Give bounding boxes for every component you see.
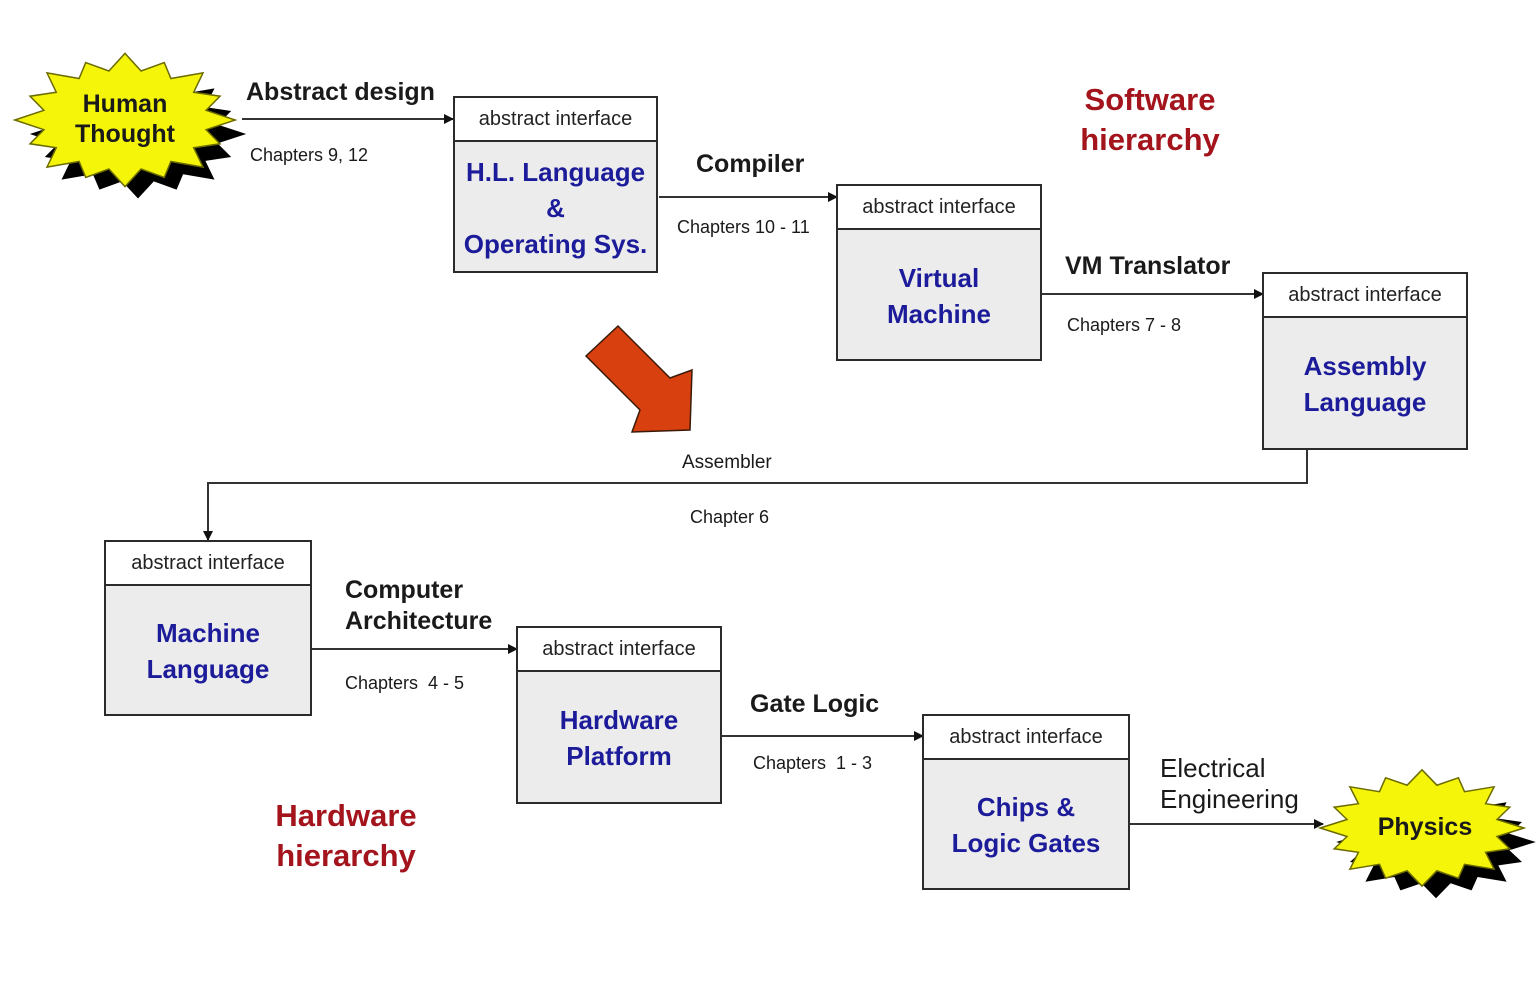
assembly-language-box: abstract interface Assembly Language [1262, 272, 1468, 450]
abstract-interface-label: abstract interface [518, 628, 720, 672]
box-line: & [546, 192, 565, 223]
box-line: Virtual [898, 262, 980, 293]
human-thought-line-2: Thought [75, 120, 175, 148]
hardware-heading-line-1: Hardware [275, 798, 417, 833]
box-line: Machine [155, 618, 261, 648]
assembler-chapters: Chapter 6 [690, 507, 770, 527]
human-thought-line-1: Human [82, 90, 168, 118]
abstract-interface-label: abstract interface [924, 716, 1128, 760]
assembler-label: Assembler [682, 452, 772, 473]
assembler-arrow [203, 449, 1308, 541]
abstract-interface-label: abstract interface [1264, 274, 1466, 318]
box-line: Operating Sys. [463, 228, 648, 259]
computer-architecture-label: Computer Architecture [345, 575, 492, 637]
hardware-platform-box: abstract interface Hardware Platform [516, 626, 722, 804]
software-heading-line-1: Software [1084, 82, 1216, 117]
physics-starburst-icon [1317, 768, 1536, 899]
abstract-interface-label: abstract interface [455, 98, 656, 142]
vm-translator-label: VM Translator [1065, 252, 1231, 280]
downward-flow-arrow-icon [584, 324, 693, 433]
box-line: Hardware [559, 705, 679, 735]
electrical-engineering-label: Electrical Engineering [1160, 753, 1299, 815]
compiler-label: Compiler [696, 150, 805, 178]
hardware-heading-line-2: hierarchy [276, 838, 416, 873]
physics-line-1: Physics [1377, 813, 1473, 841]
chips-logic-gates-box: abstract interface Chips & Logic Gates [922, 714, 1130, 890]
abstract-interface-label: abstract interface [838, 186, 1040, 230]
box-line: Machine [886, 298, 992, 329]
vm-translator-chapters: Chapters 7 - 8 [1067, 315, 1182, 335]
box-line: H.L. Language [465, 156, 646, 187]
human-thought-starburst-icon [12, 52, 247, 199]
hl-language-box: abstract interface H.L. Language & Opera… [453, 96, 658, 273]
gate-logic-chapters: Chapters 1 - 3 [753, 753, 873, 773]
hardware-hierarchy-heading: Hardware hierarchy [256, 796, 436, 876]
computer-architecture-line-2: Architecture [345, 607, 493, 635]
virtual-machine-box: abstract interface Virtual Machine [836, 184, 1042, 361]
human-thought-label: Human Thought [60, 89, 190, 149]
electrical-engineering-line-1: Electrical [1160, 753, 1266, 783]
box-line: Language [1303, 387, 1427, 417]
abstract-interface-label: abstract interface [106, 542, 310, 586]
abstract-design-label: Abstract design [246, 78, 435, 106]
box-line: Language [146, 654, 270, 684]
electrical-engineering-line-2: Engineering [1160, 784, 1299, 814]
box-line: Chips & [976, 792, 1076, 822]
abstract-design-chapters: Chapters 9, 12 [250, 145, 369, 165]
computer-architecture-chapters: Chapters 4 - 5 [345, 673, 465, 693]
machine-language-box: abstract interface Machine Language [104, 540, 312, 716]
software-hierarchy-heading: Software hierarchy [1060, 80, 1240, 160]
gate-logic-label: Gate Logic [750, 690, 880, 718]
box-line: Assembly [1303, 351, 1427, 381]
computer-architecture-line-1: Computer [345, 576, 464, 604]
compiler-chapters: Chapters 10 - 11 [677, 217, 810, 237]
software-heading-line-2: hierarchy [1080, 122, 1220, 157]
box-line: Platform [566, 741, 672, 771]
box-line: Logic Gates [951, 828, 1101, 858]
physics-label: Physics [1360, 812, 1490, 842]
